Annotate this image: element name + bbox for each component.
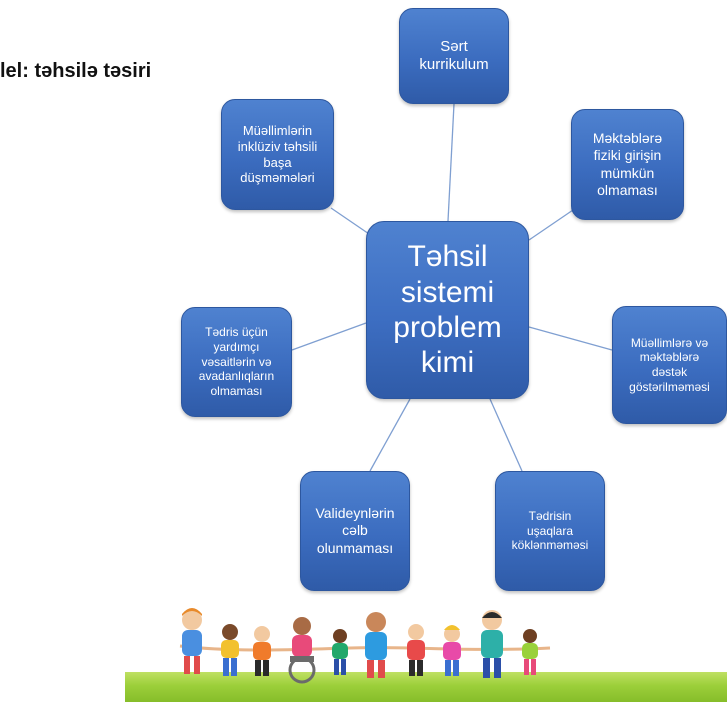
node-physical-access: Məktəblərə fiziki girişin mümkün olmamas… bbox=[571, 109, 684, 220]
node-parent-involvement: Valideynlərin cəlb olunmaması bbox=[300, 471, 410, 591]
child-figure bbox=[365, 612, 387, 678]
child-figure bbox=[332, 629, 348, 675]
connector-left bbox=[291, 322, 367, 351]
child-figure bbox=[522, 629, 538, 675]
node-child-centered-teaching: Tədrisin uşaqlara köklənməməsi bbox=[495, 471, 605, 591]
connector-top-right bbox=[528, 209, 574, 241]
connector-top bbox=[447, 103, 455, 222]
child-figure bbox=[182, 608, 202, 674]
child-figure bbox=[443, 625, 461, 676]
child-figure bbox=[288, 617, 316, 684]
connector-bottom-right bbox=[489, 398, 523, 472]
children-holding-hands-illustration bbox=[179, 608, 551, 684]
connector-bottom-left bbox=[369, 398, 411, 472]
child-figure bbox=[407, 624, 425, 676]
node-teacher-understanding: Müəllimlərin inklüziv təhsili başa düşmə… bbox=[221, 99, 334, 210]
child-figure bbox=[481, 610, 503, 678]
node-support-to-teachers: Müəllimlərə və məktəblərə dəstək göstəri… bbox=[612, 306, 727, 424]
connector-top-left bbox=[330, 207, 373, 237]
child-figure bbox=[221, 624, 239, 676]
node-rigid-curriculum: Sərt kurrikulum bbox=[399, 8, 509, 104]
grass-ground bbox=[125, 672, 727, 702]
connector-right bbox=[528, 326, 613, 351]
slide-title: lel: təhsilə təsiri bbox=[0, 60, 152, 82]
node-center-education-system: Təhsil sistemi problem kimi bbox=[366, 221, 529, 399]
child-figure bbox=[253, 626, 271, 676]
node-teaching-aids: Tədris üçün yardımçı vəsaitlərin və avad… bbox=[181, 307, 292, 417]
